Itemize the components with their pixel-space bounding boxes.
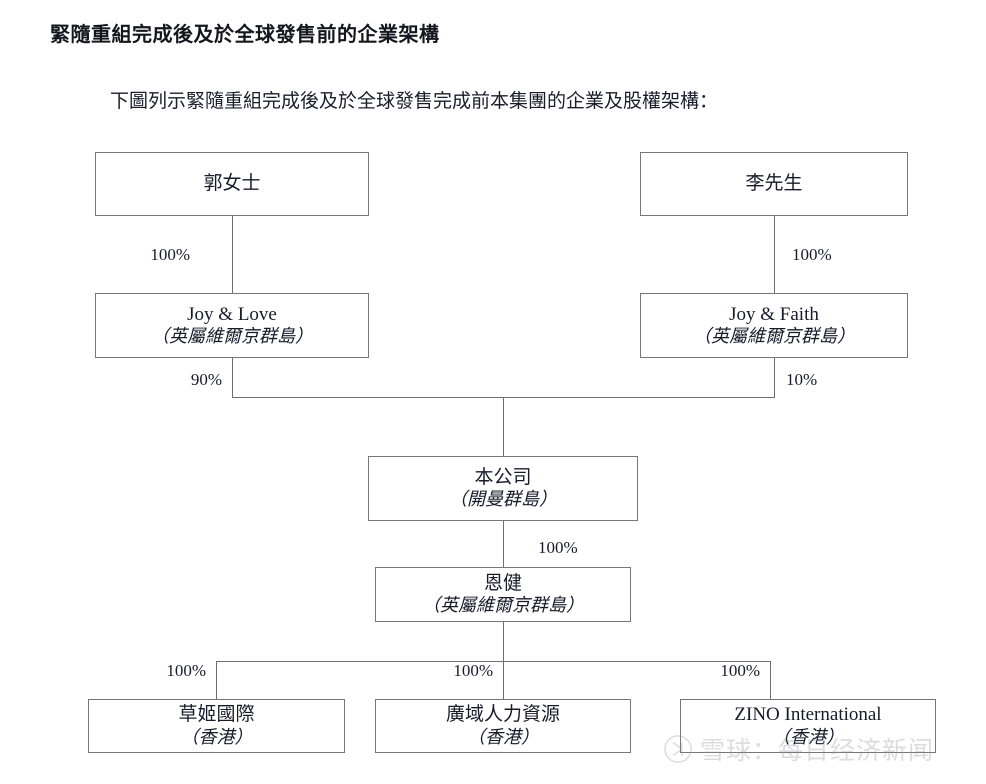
connector-enjian-drop <box>503 622 504 662</box>
edge-label-joylove-company: 90% <box>190 370 222 389</box>
node-joy-and-faith-name: Joy & Faith <box>729 303 819 325</box>
node-kwok-name: 郭女士 <box>203 172 261 194</box>
node-enjian: 恩健 （英屬維爾京群島） <box>375 567 631 622</box>
edge-label-enjian-zino-intl-hk: 100% <box>166 661 206 680</box>
node-li: 李先生 <box>640 152 908 216</box>
node-zino-international-hk-name: 草姬國際 <box>178 704 255 726</box>
node-li-name: 李先生 <box>745 172 803 194</box>
node-guangyu-hr: 廣域人力資源 （香港） <box>375 699 631 753</box>
edge-label-joyfaith-company: 10% <box>786 370 818 389</box>
node-company-location: （開曼群島） <box>449 489 557 510</box>
node-zino-location: （香港） <box>772 726 844 747</box>
connector-bus-to-company <box>503 397 504 456</box>
edge-label-company-enjian: 100% <box>538 538 578 557</box>
intro-paragraph: 下圖列示緊隨重組完成後及於全球發售完成前本集團的企業及股權架構： <box>110 91 719 112</box>
node-enjian-name: 恩健 <box>483 572 522 594</box>
page-title: 緊隨重組完成後及於全球發售前的企業架構 <box>50 24 440 46</box>
connector-bus-to-zino-intl-hk <box>216 661 217 699</box>
edge-label-kwok-joylove: 100% <box>150 245 190 264</box>
connector-li-to-joyfaith <box>774 216 775 294</box>
edge-label-enjian-zino: 100% <box>720 661 760 680</box>
node-zino-name: ZINO International <box>734 704 882 726</box>
connector-joyfaith-drop <box>774 358 775 398</box>
node-joy-and-faith: Joy & Faith （英屬維爾京群島） <box>640 293 908 358</box>
node-guangyu-hr-location: （香港） <box>467 726 539 747</box>
connector-bus-to-gwhr <box>503 661 504 699</box>
node-kwok: 郭女士 <box>95 152 369 216</box>
connector-company-to-enjian <box>503 521 504 567</box>
node-joy-and-love-name: Joy & Love <box>187 303 277 325</box>
node-joy-and-love-location: （英屬維爾京群島） <box>151 326 313 347</box>
node-joy-and-love: Joy & Love （英屬維爾京群島） <box>95 293 369 358</box>
connector-subsidiaries-bus <box>216 661 771 662</box>
node-zino: ZINO International （香港） <box>680 699 936 753</box>
edge-label-enjian-gwhr: 100% <box>453 661 493 680</box>
connector-joylove-drop <box>232 358 233 398</box>
node-guangyu-hr-name: 廣域人力資源 <box>445 704 560 726</box>
node-enjian-location: （英屬維爾京群島） <box>422 595 584 616</box>
connector-kwok-to-joylove <box>232 216 233 294</box>
node-company-name: 本公司 <box>474 466 532 488</box>
node-zino-international-hk-location: （香港） <box>180 726 253 747</box>
node-zino-international-hk: 草姬國際 （香港） <box>88 699 345 753</box>
node-company: 本公司 （開曼群島） <box>368 456 638 521</box>
connector-bus-to-zino <box>770 661 771 699</box>
node-joy-and-faith-location: （英屬維爾京群島） <box>693 326 855 347</box>
edge-label-li-joyfaith: 100% <box>792 245 832 264</box>
